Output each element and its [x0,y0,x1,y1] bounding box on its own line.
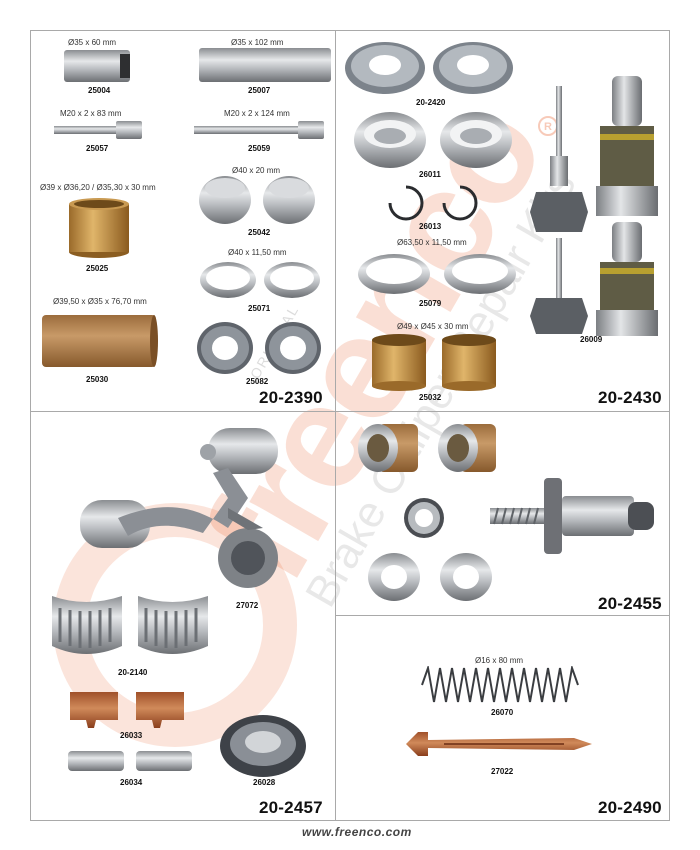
dust-cover-image [343,40,523,98]
part-code: 27072 [236,601,259,610]
kit-number: 20-2490 [598,798,662,817]
dust-boot-image [218,712,308,778]
ring-image [356,250,520,296]
dim-label: Ø35 x 102 mm [231,38,284,47]
part-code: 26009 [580,335,603,344]
adjuster-shaft-image [488,474,658,558]
needle-bearing-image [46,586,218,666]
bolt-image [192,119,328,141]
part-code: 26070 [491,708,514,717]
dim-label: M20 x 2 x 83 mm [60,109,122,118]
kit-number: 20-2390 [259,388,323,407]
spring-image [418,666,584,704]
washer-image [366,551,496,605]
part-code: 25030 [86,375,109,384]
dim-label: Ø63,50 x 11,50 mm [397,238,467,247]
bolt-image [52,119,144,141]
thrust-bearing-image [402,496,446,540]
cap-image [197,174,321,226]
part-code: 25025 [86,264,109,273]
part-code: 25079 [419,299,442,308]
dim-label: Ø16 x 80 mm [475,656,524,665]
part-code: 26028 [253,778,276,787]
dim-label: Ø49 x Ø45 x 30 mm [397,322,469,331]
part-code: 25004 [88,86,111,95]
part-code: 26033 [120,731,143,740]
cup-seal-image [352,108,522,170]
dim-label: M20 x 2 x 124 mm [224,109,290,118]
dim-label: Ø39 x Ø36,20 / Ø35,30 x 30 mm [40,183,156,192]
part-code: 25032 [419,393,442,402]
part-code: 25042 [248,228,271,237]
circlip-image [384,184,484,222]
part-code: 25082 [246,377,269,386]
bronze-bushing-image [370,332,500,392]
expansion-pin-image [404,726,596,762]
adjuster-image [530,72,660,342]
pin-image [66,748,196,774]
part-code: 26013 [419,222,442,231]
panel-kit-20-2490 [335,615,670,821]
part-code: 25071 [248,304,271,313]
bearing-housing-image [350,420,500,480]
lever-image [78,418,298,598]
part-code: 27022 [491,767,514,776]
bronze-bearing-shell-image [66,686,190,734]
website-link[interactable]: www.freenco.com [302,825,412,839]
kit-number: 20-2457 [259,798,323,817]
dim-label: Ø39,50 x Ø35 x 76,70 mm [53,297,147,306]
dim-label: Ø40 x 20 mm [232,166,281,175]
part-code: 25007 [248,86,271,95]
bushing-image [62,48,134,84]
ring-image [198,258,322,300]
bushing-image [197,46,335,84]
part-code: 26034 [120,778,143,787]
kit-number: 20-2455 [598,594,662,613]
part-code: 20-2140 [118,668,148,677]
kit-number: 20-2430 [598,388,662,407]
bronze-sleeve-image [40,311,160,371]
seal-image [195,320,327,376]
part-code: 20-2420 [416,98,446,107]
dim-label: Ø35 x 60 mm [68,38,117,47]
part-code: 25057 [86,144,109,153]
dim-label: Ø40 x 11,50 mm [228,248,287,257]
part-code: 26011 [419,170,441,179]
brass-bushing-image [66,196,132,260]
part-code: 25059 [248,144,271,153]
